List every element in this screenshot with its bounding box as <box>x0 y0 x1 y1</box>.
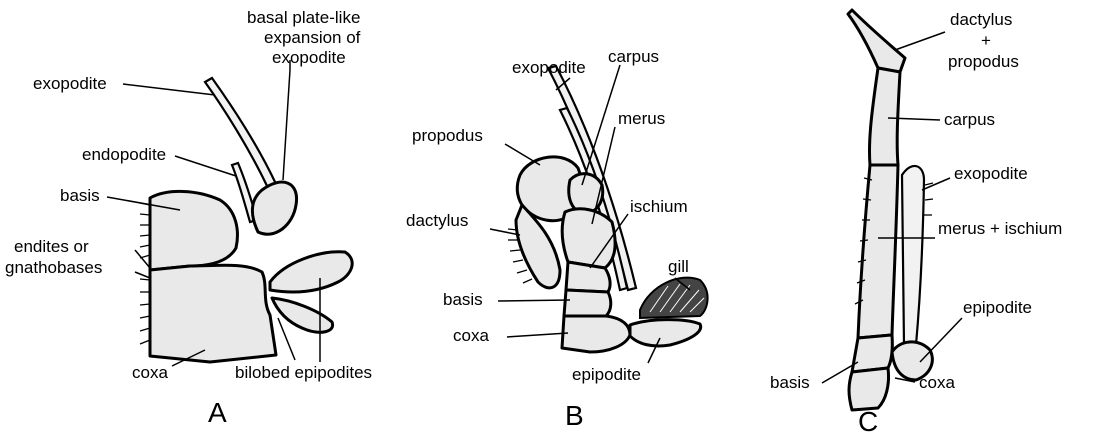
label-ischium-b: ischium <box>630 197 688 216</box>
label-endites-2-a: gnathobases <box>5 258 102 277</box>
label-basal-3-a: exopodite <box>272 48 346 67</box>
epipodite-lobe-upper-a <box>270 252 352 292</box>
panel-a: exopodite basal plate-like expansion of … <box>5 8 372 428</box>
panel-letter-c: C <box>858 406 878 436</box>
label-merus-ischium-c: merus + ischium <box>938 219 1062 238</box>
label-coxa-a: coxa <box>132 363 168 382</box>
coxa-segment-b <box>562 316 630 352</box>
label-bilobed-a: bilobed epipodites <box>235 363 372 382</box>
label-epipodite-b: epipodite <box>572 365 641 384</box>
label-exopodite-c: exopodite <box>954 164 1028 183</box>
ischium-segment-b <box>566 262 610 292</box>
label-coxa-b: coxa <box>453 326 489 345</box>
carpus-segment-c <box>869 68 900 165</box>
label-endites-1-a: endites or <box>14 237 89 256</box>
basis-segment-c <box>852 335 892 372</box>
label-basis-c: basis <box>770 373 810 392</box>
label-dactylus-1-c: dactylus <box>950 10 1012 29</box>
merus-segment-b <box>562 209 615 268</box>
label-propodus-b: propodus <box>412 126 483 145</box>
label-gill-b: gill <box>668 257 689 276</box>
panel-c: dactylus + propodus carpus exopodite mer… <box>770 10 1062 436</box>
panel-letter-b: B <box>565 400 584 431</box>
label-dactylus-b: dactylus <box>406 211 468 230</box>
coxa-segment-c <box>849 368 889 410</box>
label-endopodite-a: endopodite <box>82 145 166 164</box>
dactylus-propodus-c <box>848 10 905 72</box>
label-basis-a: basis <box>60 186 100 205</box>
label-exopodite-b: exopodite <box>512 58 586 77</box>
label-dactylus-3-c: propodus <box>948 52 1019 71</box>
basis-segment-b <box>564 290 611 316</box>
basis-segment-a <box>150 191 237 270</box>
panel-b: exopodite carpus propodus merus dactylus… <box>406 47 708 431</box>
merus-ischium-c <box>858 165 898 338</box>
basal-expansion-a <box>252 182 296 234</box>
label-epipodite-c: epipodite <box>963 298 1032 317</box>
exopodite-ramus-c <box>902 166 924 345</box>
coxa-segment-a <box>150 265 276 362</box>
label-merus-b: merus <box>618 109 665 128</box>
label-dactylus-2-c: + <box>981 31 991 50</box>
label-basal-2-a: expansion of <box>264 28 361 47</box>
label-carpus-b: carpus <box>608 47 659 66</box>
label-carpus-c: carpus <box>944 110 995 129</box>
label-exopodite-a: exopodite <box>33 74 107 93</box>
label-coxa-c: coxa <box>919 373 955 392</box>
label-basis-b: basis <box>443 290 483 309</box>
panel-letter-a: A <box>208 397 227 428</box>
epipodite-b <box>630 320 701 346</box>
label-basal-1-a: basal plate-like <box>247 8 360 27</box>
